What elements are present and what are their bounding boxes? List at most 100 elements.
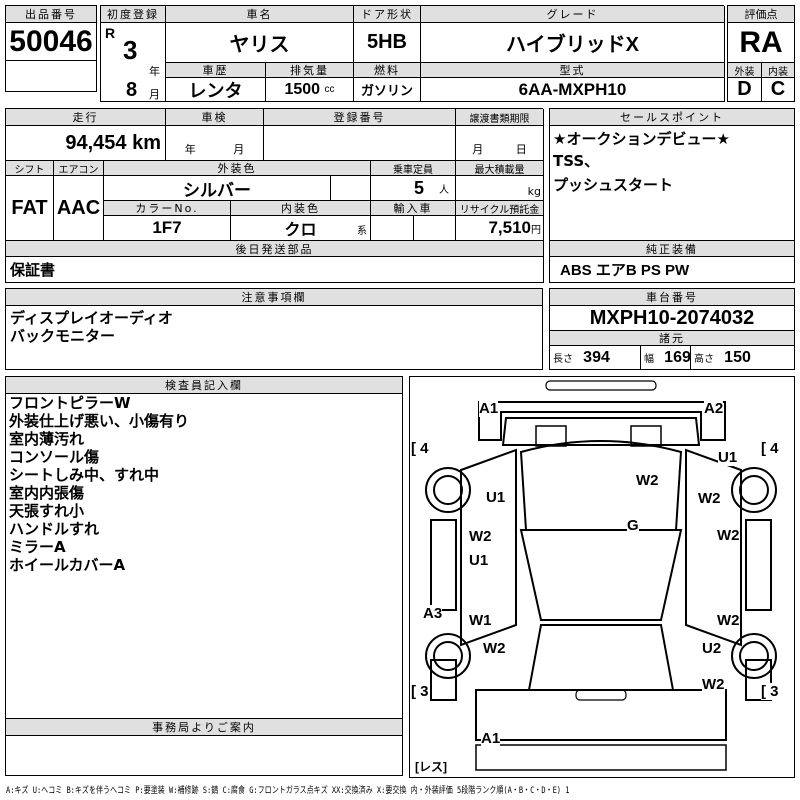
inspector-line: シートしみ中、すれ中 xyxy=(9,466,160,484)
grade-label: グレード xyxy=(421,6,725,23)
import-cell-2 xyxy=(414,216,456,241)
sales-point-line: ★オークションデビュー★ xyxy=(553,130,730,148)
sales-point-line: プッシュスタート xyxy=(553,176,674,194)
damage-mark: [レス] xyxy=(415,758,447,775)
width-label: 幅 xyxy=(644,354,654,365)
mileage-value: 94,454 xyxy=(65,131,127,154)
inspector-line: 天張すれ小 xyxy=(9,502,85,520)
cc-unit: cc xyxy=(324,84,335,95)
inspection-label: 車検 xyxy=(166,109,264,126)
car-outline xyxy=(425,380,777,771)
notes: ディスプレイオーディオ バックモニター xyxy=(6,306,543,370)
note-line: ディスプレイオーディオ xyxy=(10,309,173,327)
displacement: 1500 cc xyxy=(266,78,354,102)
int-color-value: クロ xyxy=(284,222,317,239)
first-reg-cell: R 3 年 8 月 xyxy=(101,23,166,102)
damage-mark: [ 4 xyxy=(411,440,429,457)
sales-point-line: TSS、 xyxy=(553,152,600,170)
damage-mark: A1 xyxy=(481,730,501,747)
car-name: ヤリス xyxy=(166,23,354,63)
equipment-label: 純正装備 xyxy=(550,241,795,257)
inspector-line: コンソール傷 xyxy=(9,448,100,466)
inspector-box: 検査員記入欄 フロントピラーW 外装仕上げ悪い、小傷有り 室内薄汚れ コンソール… xyxy=(5,376,403,776)
air-conditioner: AAC xyxy=(54,176,104,241)
max-load-label: 最大積載量 xyxy=(456,161,544,176)
inspector-notes: フロントピラーW 外装仕上げ悪い、小傷有り 室内薄汚れ コンソール傷 シートしみ… xyxy=(6,394,403,719)
height: 高さ 150 xyxy=(691,346,795,370)
details-box: 走行 94,454 km 車検 年月 登録番号 譲渡書類期限 月日 シフト FA… xyxy=(5,108,544,283)
import-label: 輸入車 xyxy=(371,201,456,216)
damage-mark: [ 3 xyxy=(761,683,779,700)
inspector-line: ハンドルすれ xyxy=(9,520,100,538)
capacity-value: 5 xyxy=(413,177,424,198)
equipment: ABS エアB PS PW xyxy=(550,257,795,283)
inspector-line: ミラーA xyxy=(9,538,66,556)
inspector-line: ホイールカバーA xyxy=(9,556,126,574)
import-cell-1 xyxy=(371,216,414,241)
legend: A:キズ U:ヘコミ B:キズを伴うヘコミ P:要塗装 W:補修跡 S:錆 C:… xyxy=(6,786,570,796)
month-unit: 月 xyxy=(149,88,160,101)
int-score: C xyxy=(762,78,795,102)
damage-mark: W2 xyxy=(469,528,492,545)
damage-mark: W2 xyxy=(483,640,506,657)
office-notes xyxy=(6,736,403,776)
damage-mark: W2 xyxy=(698,490,721,507)
width-value: 169 xyxy=(664,348,691,366)
sales-box: セールスポイント ★オークションデビュー★ TSS、 プッシュスタート 純正装備… xyxy=(549,108,795,283)
ext-color: シルバー xyxy=(104,176,331,201)
inspector-line: 室内内張傷 xyxy=(9,484,85,502)
grade: ハイブリッドX xyxy=(421,23,725,63)
chassis-label: 車台番号 xyxy=(550,289,795,306)
reg-no-label: 登録番号 xyxy=(264,109,456,126)
length: 長さ 394 xyxy=(550,346,641,370)
first-reg-label: 初度登録 xyxy=(101,6,166,23)
notes-box: 注意事項欄 ディスプレイオーディオ バックモニター xyxy=(5,288,543,370)
damage-mark: [ 4 xyxy=(761,440,779,457)
insp-month-unit: 月 xyxy=(233,143,245,156)
era: R xyxy=(105,25,116,41)
history-label: 車歴 xyxy=(166,63,266,78)
reg-month: 8 xyxy=(126,79,138,101)
length-label: 長さ xyxy=(553,354,573,365)
damage-mark: U1 xyxy=(469,552,489,569)
lot-blank xyxy=(6,61,97,92)
transfer-day-unit: 日 xyxy=(515,143,527,156)
year-unit: 年 xyxy=(149,65,160,78)
overall-score: RA xyxy=(728,23,795,63)
specs-label: 諸元 xyxy=(550,331,795,346)
capacity: 5 人 xyxy=(371,176,456,201)
transfer-month-unit: 月 xyxy=(472,143,484,156)
ac-label: エアコン xyxy=(54,161,104,176)
office-label: 事務局よりご案内 xyxy=(6,719,403,736)
damage-diagram: A1 A2 [ 4 [ 4 U1 W2 U1 W2 G W2 W2 U1 A3 … xyxy=(409,376,795,778)
chassis-number: MXPH10-2074032 xyxy=(550,306,795,331)
door-label: ドア形状 xyxy=(354,6,421,23)
mileage: 94,454 km xyxy=(6,126,166,161)
lot-box: 出品番号 50046 xyxy=(5,5,97,92)
insp-year-unit: 年 xyxy=(184,143,196,156)
chassis-box: 車台番号 MXPH10-2074032 諸元 長さ 394 幅 169 高さ 1… xyxy=(549,288,795,370)
damage-mark: W2 xyxy=(702,676,725,693)
inspector-line: 外装仕上げ悪い、小傷有り xyxy=(9,412,190,430)
int-score-label: 内装 xyxy=(762,63,795,78)
later-parts: 保証書 xyxy=(6,257,544,283)
damage-mark: A3 xyxy=(423,605,443,622)
mileage-label: 走行 xyxy=(6,109,166,126)
inspector-label: 検査員記入欄 xyxy=(6,377,403,394)
recycle-value: 7,510 xyxy=(488,218,531,237)
transfer: 月日 xyxy=(456,126,544,161)
height-value: 150 xyxy=(724,348,751,366)
damage-mark: U1 xyxy=(486,489,506,506)
score-label: 評価点 xyxy=(728,6,795,23)
ext-score-label: 外装 xyxy=(728,63,762,78)
int-color-label: 内装色 xyxy=(231,201,371,216)
lot-label: 出品番号 xyxy=(6,6,97,23)
fuel-label: 燃料 xyxy=(354,63,421,78)
vehicle-box: 初度登録 R 3 年 8 月 車名 ヤリス ドア形状 5HB グレード ハイブリ… xyxy=(100,5,725,102)
score-box: 評価点 RA 外装 内装 D C xyxy=(727,5,795,102)
damage-mark: A1 xyxy=(479,400,499,417)
displacement-label: 排気量 xyxy=(266,63,354,78)
int-color-suffix: 系 xyxy=(357,226,367,237)
later-parts-label: 後日発送部品 xyxy=(6,241,544,257)
